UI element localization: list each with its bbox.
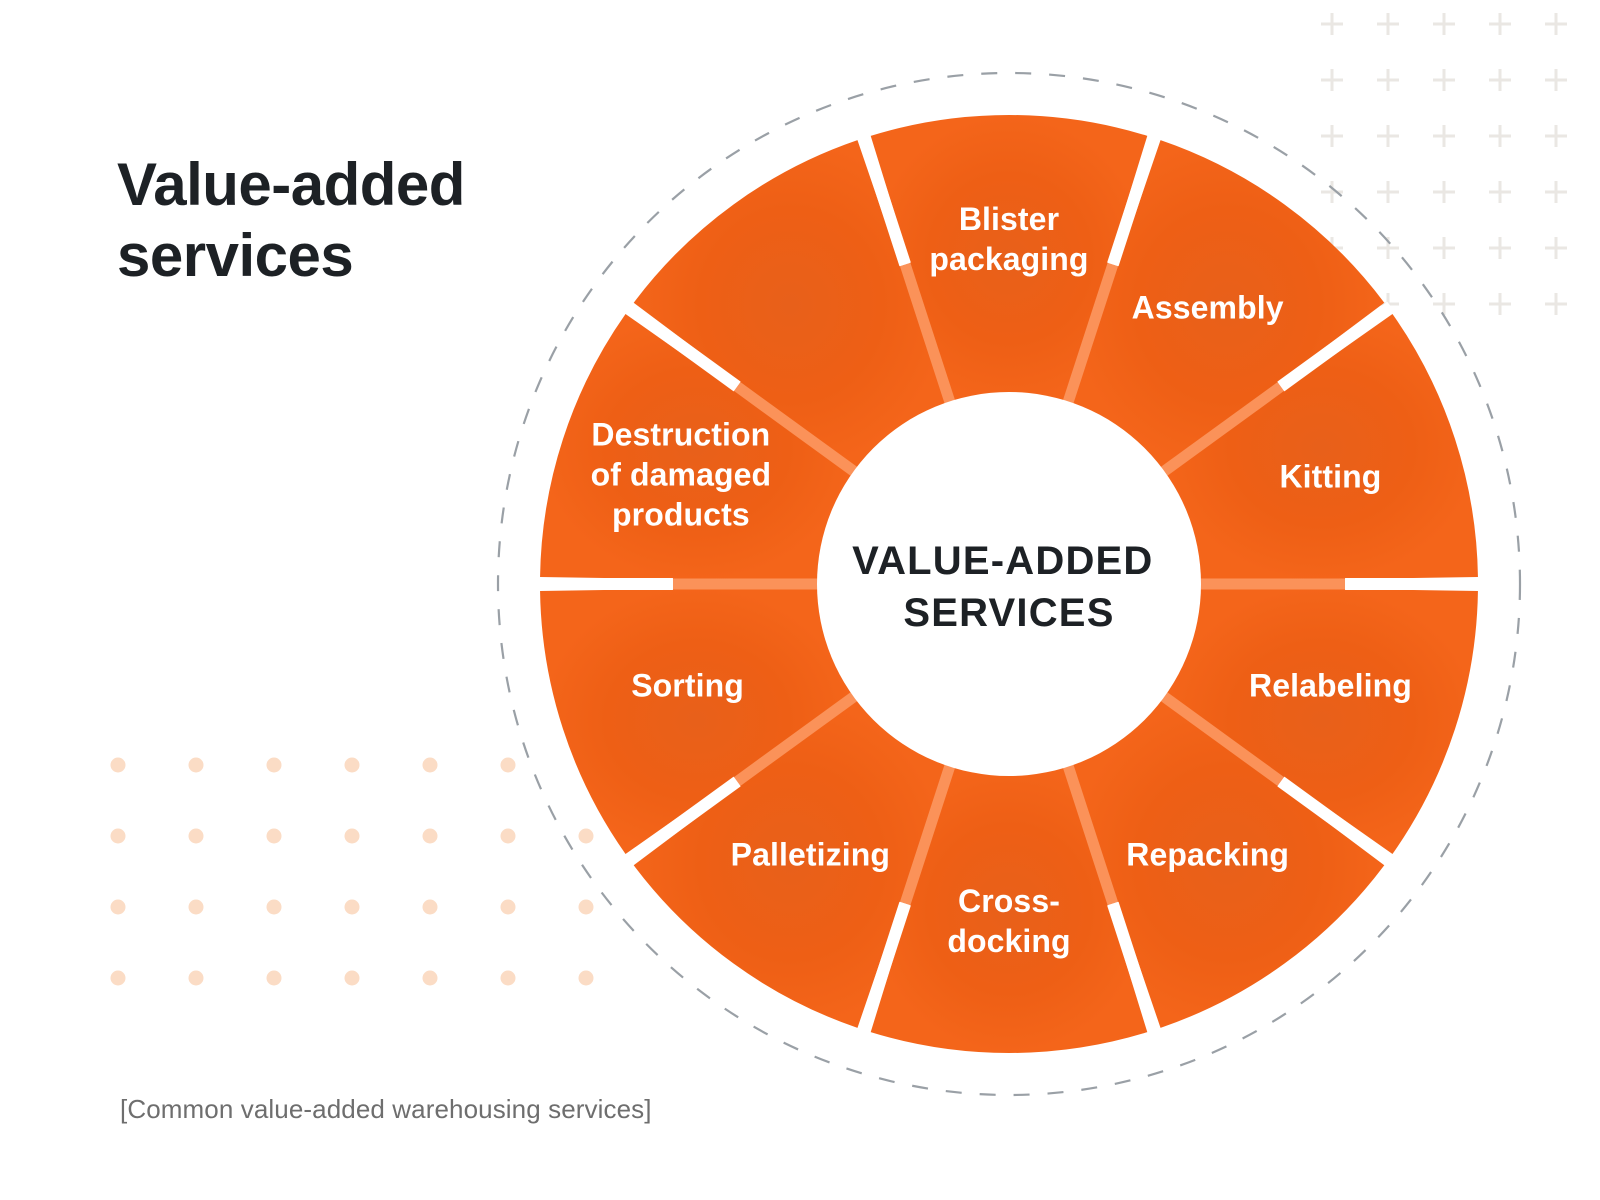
segment-separator-outer-0 (857, 133, 911, 267)
segment-separator-inner-6 (899, 761, 957, 906)
dot-icon (422, 970, 438, 986)
dot-icon (266, 970, 282, 986)
segment-label-cross-docking: Cross-docking (947, 883, 1070, 959)
segment-label-line: docking (947, 923, 1070, 959)
dot-icon (266, 757, 282, 773)
segment-label-relabeling: Relabeling (1249, 668, 1412, 704)
wheel-segment-blank-slice[interactable] (633, 140, 948, 471)
segment-separator-inner-2 (1157, 382, 1285, 478)
segment-label-repacking: Repacking (1126, 837, 1289, 873)
wheel-segment-repacking[interactable] (1070, 697, 1385, 1028)
segment-label-line: Palletizing (731, 837, 890, 873)
segment-label-line: Cross- (958, 883, 1060, 919)
segment-label-kitting: Kitting (1279, 459, 1381, 495)
segment-separator-outer-7 (623, 776, 741, 867)
dot-icon (266, 899, 282, 915)
segment-separator-inner-4 (1157, 690, 1285, 786)
segment-label-line: Assembly (1132, 290, 1284, 326)
segment-separator-outer-6 (857, 901, 911, 1035)
segment-separator-outer-9 (623, 301, 741, 392)
wheel-segment-labels: Blister packagingAssemblyKittingRelabelin… (591, 201, 1412, 959)
dot-icon (110, 970, 126, 986)
segment-label-palletizing: Palletizing (731, 837, 890, 873)
dot-icon (188, 828, 204, 844)
dot-icon (422, 757, 438, 773)
wheel-segment-kitting[interactable] (1164, 313, 1478, 582)
dot-icon (422, 899, 438, 915)
dot-icon (344, 899, 360, 915)
segment-label-line: packaging (929, 241, 1088, 277)
wheel-segment-sorting[interactable] (540, 586, 854, 855)
wheel-segment-cross-docking[interactable] (870, 765, 1148, 1053)
hub-label-line-1: VALUE-ADDED (852, 539, 1153, 583)
segment-label-line: Repacking (1126, 837, 1289, 873)
wheel-segment-assembly[interactable] (1070, 140, 1385, 471)
dot-icon (110, 899, 126, 915)
segment-label-line: Kitting (1279, 459, 1381, 495)
segment-separator-inner-9 (733, 382, 861, 478)
segment-label-blister-packaging: Blister packaging (929, 201, 1088, 277)
wheel-hub (817, 392, 1201, 776)
wheel-segments (540, 114, 1478, 1053)
plus-icon (1433, 13, 1455, 35)
segment-label-line: Blister (959, 201, 1059, 237)
page-title-line-1: Value-added (117, 151, 465, 219)
dot-icon (188, 899, 204, 915)
plus-icon (1489, 13, 1511, 35)
dot-icon (422, 828, 438, 844)
dot-icon (110, 757, 126, 773)
segment-label-line: Relabeling (1249, 668, 1412, 704)
dashed-outline-ring (496, 71, 1522, 1097)
dot-icon (110, 828, 126, 844)
wheel-segment-palletizing[interactable] (633, 697, 948, 1028)
hub-label-line-2: SERVICES (903, 591, 1114, 635)
wheel-segment-blister-packaging[interactable] (870, 114, 1148, 403)
page-title-line-2: services (117, 221, 354, 289)
segment-separator-outer-4 (1277, 776, 1395, 867)
dot-icon (266, 828, 282, 844)
dot-icon (188, 970, 204, 986)
segment-separator-outer-2 (1277, 301, 1395, 392)
hub-label: VALUE-ADDED SERVICES (852, 539, 1166, 635)
segment-label-line: products (612, 497, 750, 533)
dot-icon (344, 757, 360, 773)
wheel-segment-destruction-of-damaged-products[interactable] (540, 313, 854, 582)
segment-separator-outer-1 (1107, 133, 1161, 267)
page-title: Value-added services (117, 150, 587, 292)
segment-label-destruction-of-damaged-products: Destruction of damaged products (591, 417, 772, 533)
segment-separator-inner-5 (1061, 761, 1119, 906)
plus-icon (1545, 13, 1567, 35)
segment-separator-inner-7 (733, 690, 861, 786)
segment-separator-inner-1 (1061, 262, 1119, 407)
segment-label-sorting: Sorting (631, 668, 744, 704)
segment-label-line: of damaged (591, 457, 772, 493)
segment-label-assembly: Assembly (1132, 290, 1284, 326)
segment-separator-outer-5 (1107, 901, 1161, 1035)
figure-caption: [Common value-added warehousing services… (120, 1094, 652, 1124)
dot-icon (344, 970, 360, 986)
segment-separator-inner-0 (899, 262, 957, 407)
segment-label-line: Destruction (591, 417, 770, 453)
plus-icon (1377, 13, 1399, 35)
dot-icon (344, 828, 360, 844)
dot-icon (188, 757, 204, 773)
wheel-segment-relabeling[interactable] (1164, 586, 1478, 855)
plus-icon (1321, 13, 1343, 35)
wheel-separators (537, 133, 1481, 1035)
segment-label-line: Sorting (631, 668, 744, 704)
